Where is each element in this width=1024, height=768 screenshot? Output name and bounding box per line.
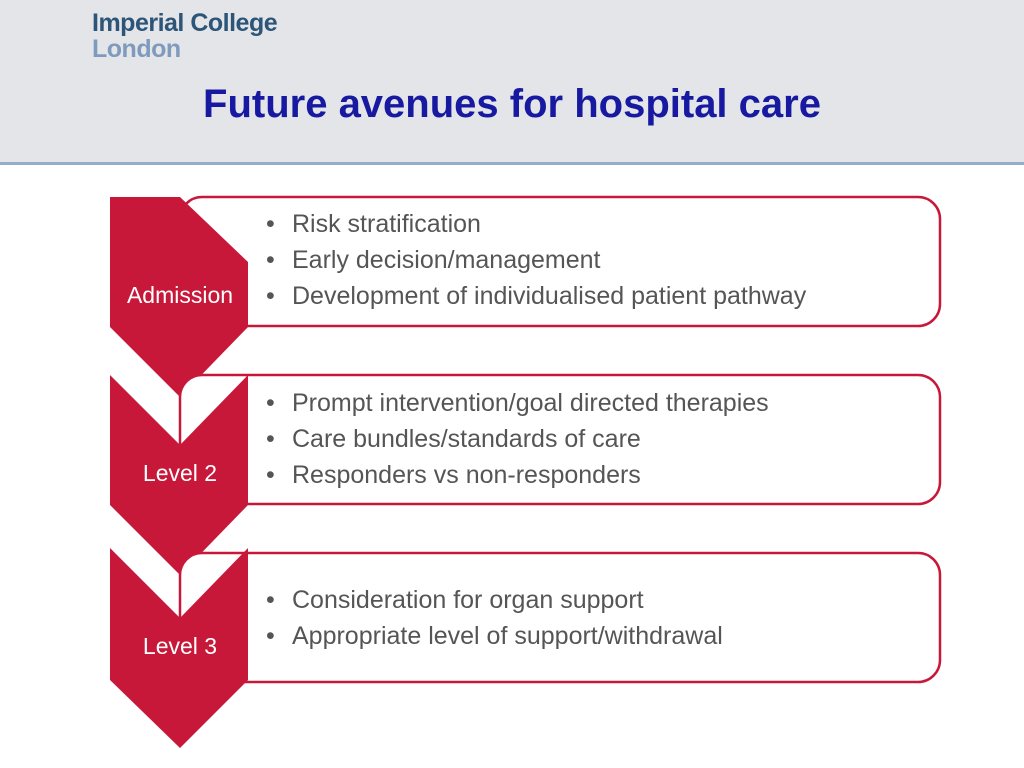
list-item: • Appropriate level of support/withdrawal (266, 618, 723, 654)
bullet-icon: • (266, 425, 275, 453)
list-item: • Care bundles/standards of care (266, 421, 769, 457)
list-item-text: Responders vs non-responders (292, 461, 641, 489)
logo-line-2: London (92, 35, 181, 63)
list-item-text: Development of individualised patient pa… (292, 282, 807, 310)
list-item-text: Early decision/management (292, 246, 601, 274)
bullet-icon: • (266, 282, 275, 310)
stage-label-level-3: Level 3 (142, 633, 218, 659)
list-item-text: Prompt intervention/goal directed therap… (292, 389, 769, 417)
header-divider (0, 162, 1024, 165)
imperial-college-logo: Imperial College London (92, 9, 278, 63)
stage-label-level-2: Level 2 (142, 460, 218, 486)
chevron-level-3 (110, 548, 248, 748)
page-title: Future avenues for hospital care (203, 82, 821, 126)
bullet-icon: • (266, 622, 275, 650)
chevron-level-2 (110, 375, 248, 575)
chevron-admission (110, 197, 248, 397)
list-item: • Prompt intervention/goal directed thera… (266, 385, 769, 421)
stage-items-level-2: • Prompt intervention/goal directed thera… (266, 385, 769, 493)
stage-level-2 (110, 373, 942, 575)
list-item: • Responders vs non-responders (266, 457, 769, 493)
stage-label-admission: Admission (126, 282, 234, 308)
stage-items-admission: • Risk stratification • Early decision/man… (266, 206, 806, 314)
list-item-text: Care bundles/standards of care (292, 425, 641, 453)
stage-box-level-3 (178, 551, 942, 684)
logo-line-1: Imperial College (92, 9, 278, 37)
list-item: • Consideration for organ support (266, 582, 723, 618)
list-item: • Development of individualised patient p… (266, 278, 806, 314)
list-item: • Risk stratification (266, 206, 806, 242)
bullet-icon: • (266, 389, 275, 417)
bullet-icon: • (266, 246, 275, 274)
stage-admission (110, 195, 942, 397)
stage-level-3 (110, 548, 942, 748)
list-item-text: Risk stratification (292, 210, 481, 238)
bullet-icon: • (266, 586, 275, 614)
bullet-icon: • (266, 210, 275, 238)
stage-box-level-2 (178, 373, 942, 506)
bullet-icon: • (266, 461, 275, 489)
list-item-text: Appropriate level of support/withdrawal (292, 622, 723, 650)
list-item: • Early decision/management (266, 242, 806, 278)
list-item-text: Consideration for organ support (292, 586, 644, 614)
stage-items-level-3: • Consideration for organ support • Approp… (266, 582, 723, 654)
header-band (0, 0, 1024, 162)
